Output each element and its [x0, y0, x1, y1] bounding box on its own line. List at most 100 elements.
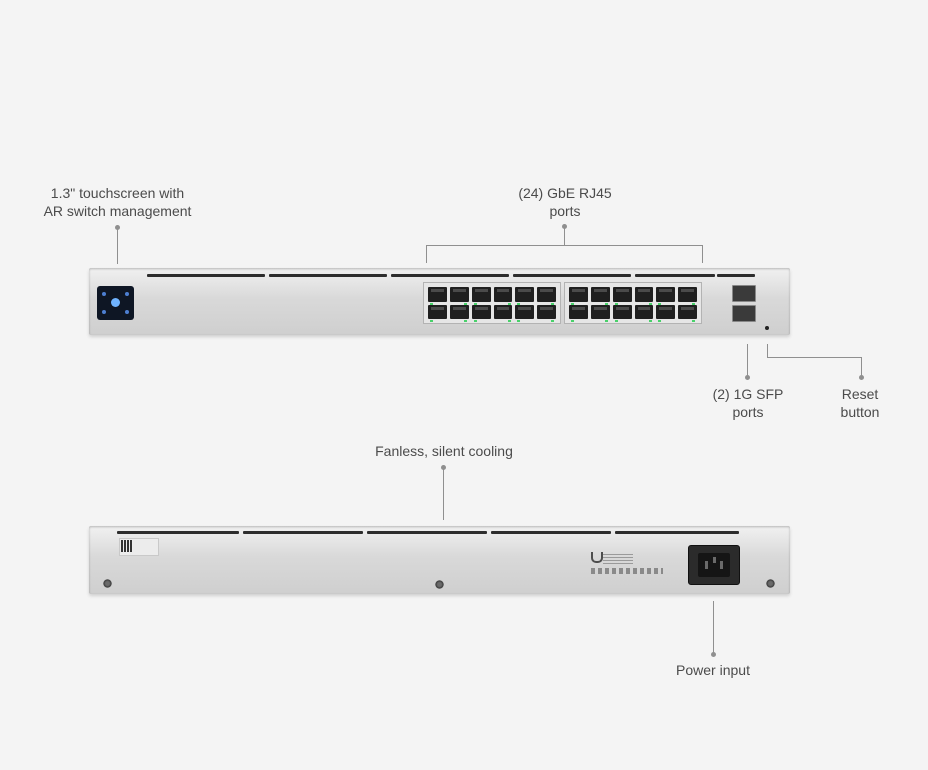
port-led	[463, 320, 467, 322]
rj45-port[interactable]	[515, 287, 535, 305]
sfp-ports-label: (2) 1G SFP ports	[712, 386, 784, 420]
rj45-port[interactable]	[428, 304, 447, 322]
qr-code-sticker	[119, 538, 159, 556]
vent-slot	[615, 531, 739, 534]
port-led	[614, 302, 618, 305]
port-led	[658, 302, 662, 305]
port-led	[604, 302, 608, 305]
rj45-ports-label: (24) GbE RJ45 ports	[518, 185, 612, 219]
port-led	[648, 302, 652, 305]
brand-logo-icon	[591, 552, 603, 563]
cooling-leader-line	[443, 467, 444, 520]
certification-marks	[591, 568, 663, 574]
rj45-port[interactable]	[612, 287, 632, 305]
rj45-port[interactable]	[449, 287, 469, 305]
vent-slot	[243, 531, 363, 534]
port-led	[658, 320, 662, 322]
port-led	[692, 302, 696, 305]
rj45-port[interactable]	[678, 287, 697, 305]
vent-slot	[635, 274, 715, 277]
power-input-socket[interactable]	[688, 545, 740, 585]
power-leader-dot	[711, 652, 716, 657]
power-input-label: Power input	[676, 662, 750, 678]
rj45-port[interactable]	[656, 287, 676, 305]
rj45-port[interactable]	[656, 304, 676, 322]
reset-leader-dot	[859, 375, 864, 380]
port-led	[517, 302, 521, 305]
sfp-port[interactable]	[732, 285, 756, 302]
vent-slot	[147, 274, 265, 277]
port-led	[571, 320, 574, 322]
port-led	[604, 320, 608, 322]
vent-slot	[269, 274, 387, 277]
port-led	[507, 320, 511, 322]
rj45-port-group-left	[423, 282, 561, 324]
screen-dot-icon	[102, 292, 106, 296]
rj45-port[interactable]	[471, 287, 491, 305]
touchscreen-leader-line	[117, 227, 118, 264]
screen-center-icon	[111, 298, 120, 307]
reset-leader-line-v2	[861, 357, 862, 377]
rj45-port[interactable]	[569, 287, 588, 305]
rj45-bracket-left	[426, 245, 427, 263]
screen-dot-icon	[102, 310, 106, 314]
rj45-port[interactable]	[590, 287, 610, 305]
port-led	[430, 302, 433, 305]
screen-dot-icon	[125, 310, 129, 314]
rj45-port[interactable]	[493, 287, 513, 305]
reset-leader-line-v1	[767, 344, 768, 358]
sfp-leader-line	[747, 344, 748, 377]
vent-slot	[367, 531, 487, 534]
switch-front-panel	[89, 268, 790, 335]
regulatory-label	[603, 554, 633, 566]
vent-slot	[513, 274, 631, 277]
touchscreen-label: 1.3" touchscreen with AR switch manageme…	[43, 185, 192, 219]
port-led	[551, 302, 555, 305]
port-led	[692, 320, 696, 322]
rj45-port[interactable]	[612, 304, 632, 322]
rj45-port[interactable]	[471, 304, 491, 322]
vent-slot	[491, 531, 611, 534]
touchscreen-display[interactable]	[97, 286, 134, 320]
port-led	[517, 320, 521, 322]
rj45-port[interactable]	[537, 287, 556, 305]
rj45-port[interactable]	[537, 304, 556, 322]
rj45-port[interactable]	[678, 304, 697, 322]
rj45-port[interactable]	[634, 287, 654, 305]
rj45-port[interactable]	[493, 304, 513, 322]
rj45-bracket-horizontal	[426, 245, 703, 246]
rj45-port[interactable]	[515, 304, 535, 322]
port-led	[571, 302, 574, 305]
vent-slot	[717, 274, 755, 277]
cooling-label: Fanless, silent cooling	[375, 443, 513, 459]
vent-slot	[391, 274, 509, 277]
rj45-leader-line	[564, 226, 565, 246]
rj45-port[interactable]	[590, 304, 610, 322]
reset-button-label: Reset button	[840, 386, 880, 420]
port-led	[614, 320, 618, 322]
screw-icon	[766, 579, 775, 588]
sfp-leader-dot	[745, 375, 750, 380]
screw-icon	[435, 580, 444, 589]
port-led	[473, 302, 477, 305]
rj45-port[interactable]	[428, 287, 447, 305]
rj45-port[interactable]	[449, 304, 469, 322]
port-led	[551, 320, 555, 322]
vent-slot	[117, 531, 239, 534]
sfp-port[interactable]	[732, 305, 756, 322]
port-led	[430, 320, 433, 322]
rj45-bracket-right	[702, 245, 703, 263]
reset-button-hole[interactable]	[765, 326, 769, 330]
port-led	[463, 302, 467, 305]
port-led	[648, 320, 652, 322]
rj45-port[interactable]	[569, 304, 588, 322]
power-leader-line	[713, 601, 714, 654]
switch-back-panel	[89, 526, 790, 594]
screen-dot-icon	[125, 292, 129, 296]
rj45-port[interactable]	[634, 304, 654, 322]
reset-leader-line-h	[767, 357, 862, 358]
port-led	[507, 302, 511, 305]
screw-icon	[103, 579, 112, 588]
rj45-port-group-right	[564, 282, 702, 324]
port-led	[473, 320, 477, 322]
